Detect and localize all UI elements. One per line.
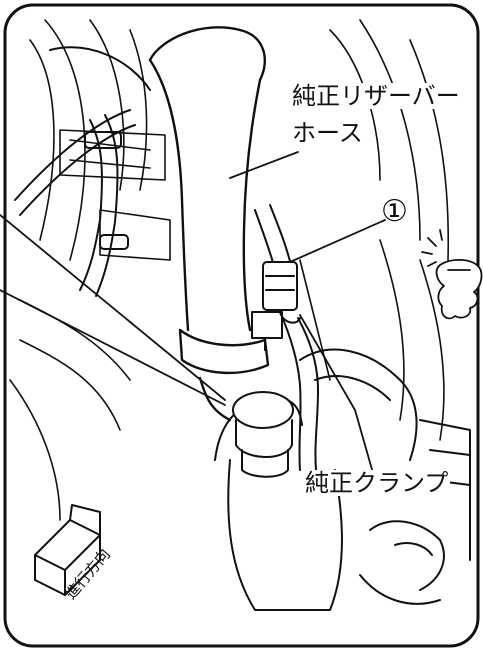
illustration-frame xyxy=(3,3,480,648)
hose-clamp xyxy=(251,311,283,351)
left-pipes xyxy=(14,46,151,297)
direction-box-icon xyxy=(34,504,101,596)
reservoir-tank xyxy=(214,348,418,611)
marker-number: ① xyxy=(381,194,408,229)
thin-hose xyxy=(254,204,319,471)
reservoir-hose xyxy=(148,26,270,422)
right-mechanism xyxy=(359,419,471,605)
reservoir-hose-label-line2: ホース xyxy=(290,119,365,147)
reservoir-hose-label-line1: 純正リザーバー xyxy=(290,82,462,110)
leader-lines xyxy=(0,151,386,481)
pointing-hand-icon xyxy=(421,229,483,320)
clamp-label: 純正クランプ xyxy=(303,469,451,497)
